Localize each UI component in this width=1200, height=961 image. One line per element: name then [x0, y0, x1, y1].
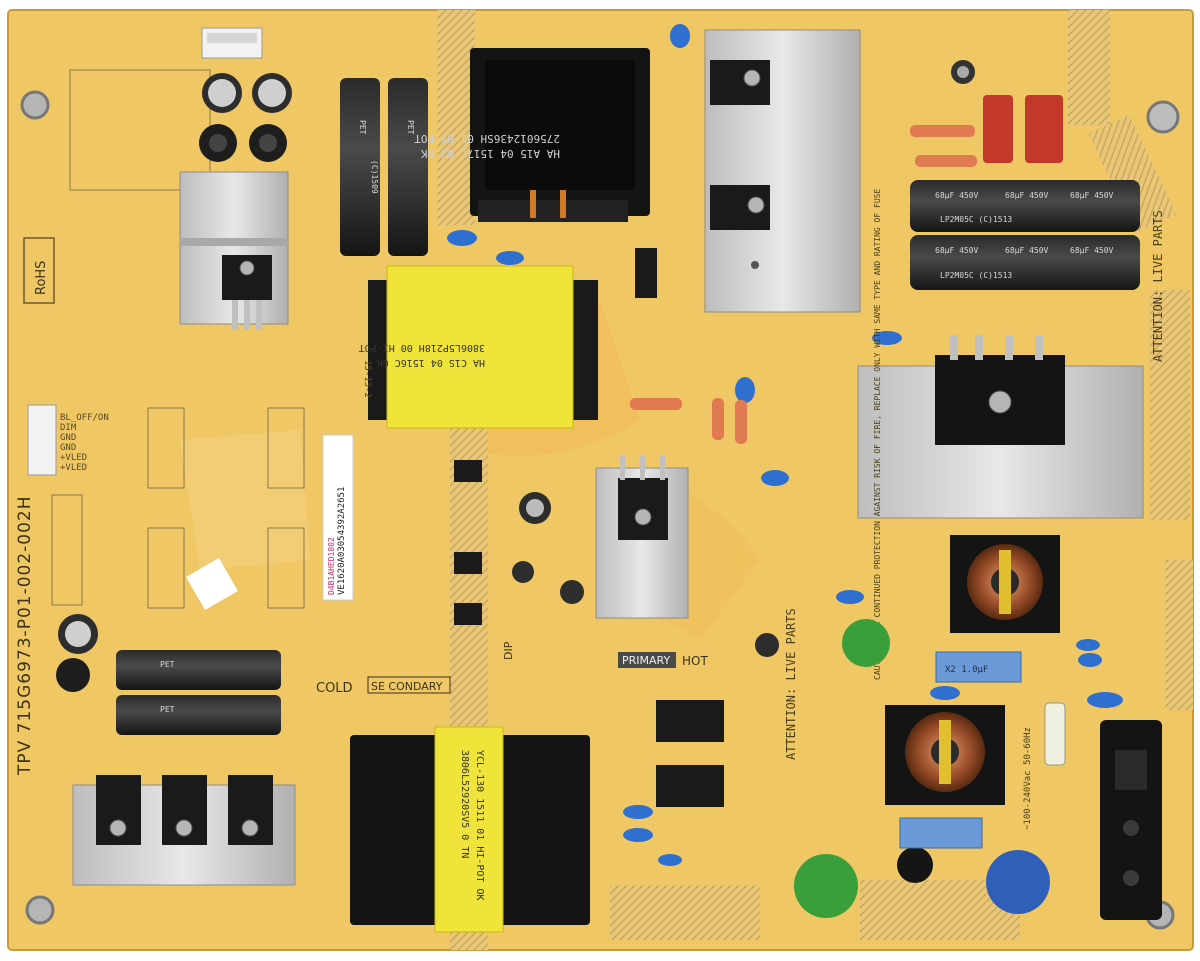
svg-text:RoHS: RoHS [34, 261, 49, 295]
heatsink-left [179, 171, 289, 330]
svg-text:DIM: DIM [60, 423, 77, 433]
small-electrolytic-caps-tl [199, 73, 292, 162]
svg-text:+VLED: +VLED [60, 463, 87, 473]
rohs-mark: RoHS [23, 237, 55, 304]
resistors-center [630, 398, 747, 444]
svg-text:PET: PET [160, 705, 175, 714]
cold-secondary-label: COLD SE CONDARY [316, 676, 451, 696]
top-left-connector [201, 27, 263, 59]
svg-text:3806L52920SV5 0 TN: 3806L52920SV5 0 TN [459, 750, 470, 858]
svg-text:SE CONDARY: SE CONDARY [371, 680, 443, 693]
pet-capacitors-top: PET PET (C)1509 [340, 78, 428, 256]
heatsink-top-right [704, 29, 861, 313]
datamatrix-label [186, 558, 238, 610]
transistors-bottom-center [656, 700, 724, 807]
svg-text:3806L5P218H 00 HI-POT: 3806L5P218H 00 HI-POT [359, 342, 485, 353]
svg-text:D4B1AHED1802: D4B1AHED1802 [327, 537, 336, 595]
small-electrolytic-caps-center [512, 492, 779, 657]
svg-text:BL_OFF/ON: BL_OFF/ON [60, 413, 109, 423]
resistors-top-right [910, 60, 977, 167]
blue-ceramic-caps [447, 24, 1123, 866]
svg-text:+VLED: +VLED [60, 453, 87, 463]
date-code: 15-13-2 [362, 360, 372, 398]
svg-text:68μF 450V: 68μF 450V [1005, 191, 1049, 200]
yellow-transformer-mid: 3806L5P218H 00 HI-POT HA C1S 04 1516C OK [359, 265, 598, 429]
heatsink-center [595, 455, 689, 619]
attention-label-top: ATTENTION: LIVE PARTS [1151, 210, 1165, 362]
svg-text:PET: PET [160, 660, 175, 669]
svg-text:GND: GND [60, 443, 76, 453]
x2-capacitors: X2 1.0μF [899, 651, 1022, 849]
svg-text:GND: GND [60, 433, 76, 443]
small-caps-bottom-left [56, 614, 98, 692]
svg-text:68μF 450V: 68μF 450V [935, 246, 979, 255]
film-caps-red [983, 95, 1063, 163]
svg-text:LP2M05C (C)1513: LP2M05C (C)1513 [940, 215, 1012, 224]
primary-hot-label: PRIMARY HOT [618, 652, 708, 668]
heatsink-bottom-left [72, 775, 296, 886]
svg-text:HOT: HOT [682, 654, 708, 668]
serial-sticker: VE1620A03054392A2651 D4B1AHED1802 [322, 434, 354, 601]
silk-outlines-left [51, 407, 305, 609]
svg-text:68μF 450V: 68μF 450V [1005, 246, 1049, 255]
svg-text:LP2M05C (C)1513: LP2M05C (C)1513 [940, 271, 1012, 280]
caution-label: CAUTION: FOR CONTINUED PROTECTION AGAINS… [873, 189, 882, 680]
pet-capacitors-bottom: PET PET [116, 650, 281, 735]
svg-text:68μF 450V: 68μF 450V [1070, 246, 1114, 255]
common-mode-choke-top [950, 535, 1060, 633]
svg-text:(C)1509: (C)1509 [370, 160, 379, 194]
left-mid-connector: BL_OFF/ON DIM GND GND +VLED +VLED [27, 404, 109, 476]
svg-text:HA A15 04 1517C 02 OK: HA A15 04 1517C 02 OK [421, 147, 560, 160]
svg-text:PET: PET [358, 120, 367, 135]
svg-text:PRIMARY: PRIMARY [622, 654, 670, 667]
svg-text:PET: PET [406, 120, 415, 135]
bulk-capacitor-bank: 68μF 450V 68μF 450V 68μF 450V 68μF 450V … [910, 180, 1140, 290]
part-number-label: TPV 715G6973-P01-002-002H [15, 495, 35, 776]
heatsink-right-large [857, 335, 1144, 519]
svg-text:68μF 450V: 68μF 450V [1070, 191, 1114, 200]
svg-text:VE1620A03054392A2651: VE1620A03054392A2651 [337, 487, 347, 595]
dip-label: DIP [502, 641, 515, 660]
input-rating-label: ~100-240Vac 50-60Hz [1023, 727, 1033, 830]
attention-label-bottom: ATTENTION: LIVE PARTS [784, 608, 798, 760]
main-transformer-top: 2756012436SH 01 HI-POT HA A15 04 1517C 0… [414, 48, 650, 222]
ic-chips [454, 248, 657, 625]
varistors [794, 619, 1050, 918]
svg-text:YCL-130 1511 01 HI-POT OK: YCL-130 1511 01 HI-POT OK [474, 750, 485, 901]
svg-text:68μF 450V: 68μF 450V [935, 191, 979, 200]
fuse-and-ac-inlet [1044, 702, 1162, 920]
common-mode-choke-bottom [885, 705, 1005, 805]
svg-text:2756012436SH 01 HI-POT: 2756012436SH 01 HI-POT [414, 132, 560, 145]
svg-text:HA C1S 04 1516C OK: HA C1S 04 1516C OK [377, 357, 485, 368]
bottom-transformer: 3806L52920SV5 0 TN YCL-130 1511 01 HI-PO… [350, 726, 590, 933]
svg-text:COLD: COLD [316, 681, 353, 696]
svg-text:X2 1.0μF: X2 1.0μF [945, 665, 988, 675]
